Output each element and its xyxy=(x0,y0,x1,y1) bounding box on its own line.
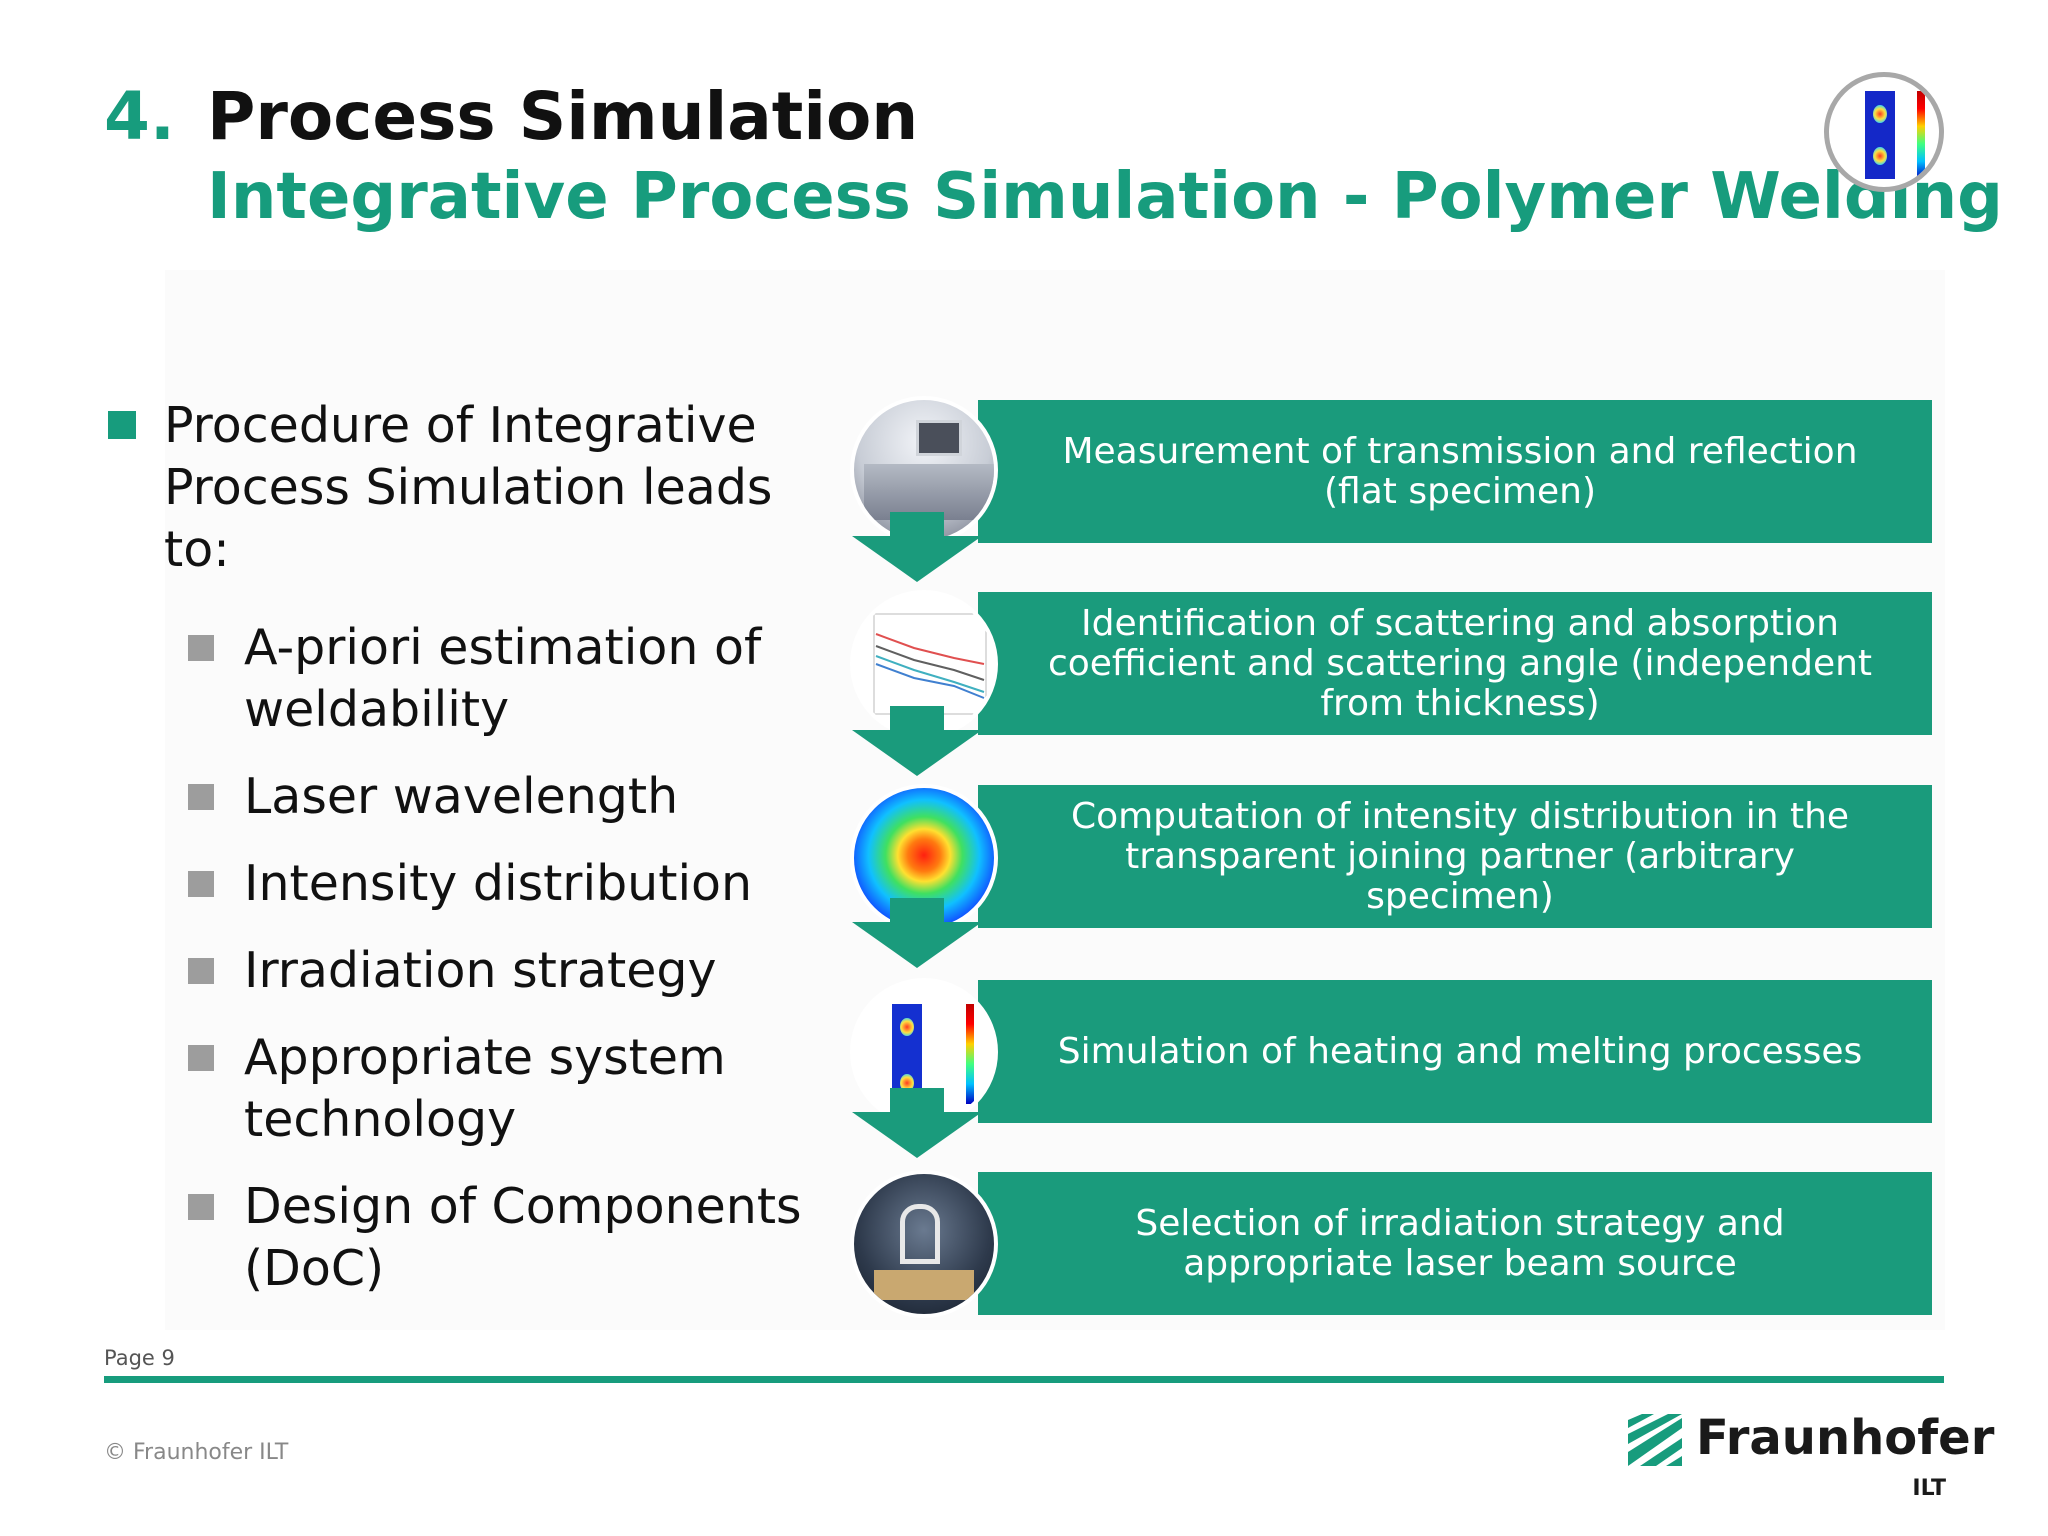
copyright-text: © Fraunhofer ILT xyxy=(104,1440,289,1465)
sub-bullet: Laser wavelength xyxy=(104,766,804,828)
monitor-shape xyxy=(916,420,962,456)
coefficient-graph xyxy=(873,613,987,715)
process-step-text: Measurement of transmission and reflecti… xyxy=(1062,430,1858,512)
main-bullet: Procedure of Integrative Process Simulat… xyxy=(104,395,804,581)
heating-color-scale xyxy=(966,1004,974,1104)
page-title: Process Simulation xyxy=(207,78,919,155)
sub-bullet: Irradiation strategy xyxy=(104,940,804,1002)
sub-bullet: Design of Components (DoC) xyxy=(104,1176,804,1300)
page-subtitle: Integrative Process Simulation - Polymer… xyxy=(207,160,2003,234)
hotspot-top xyxy=(1873,105,1887,123)
heating-hotspot-top xyxy=(900,1018,914,1036)
heating-hotspot-bottom xyxy=(900,1074,914,1092)
sub-bullet-text: Appropriate system technology xyxy=(244,1029,726,1148)
hotspot-bottom xyxy=(1873,147,1887,165)
fraunhofer-logo: Fraunhofer ILT xyxy=(1626,1410,1994,1510)
process-step-selection: Selection of irradiation strategy and ap… xyxy=(978,1172,1932,1315)
down-arrow-icon xyxy=(852,706,982,776)
footer-divider xyxy=(104,1376,1944,1383)
bullet-square-icon xyxy=(188,871,214,897)
down-arrow-icon xyxy=(852,1088,982,1158)
bullet-square-icon xyxy=(188,958,214,984)
sub-bullet: A-priori estimation of weldability xyxy=(104,617,804,741)
logo-name: Fraunhofer xyxy=(1696,1410,1995,1466)
bullet-square-icon xyxy=(188,1045,214,1071)
process-step-simulation: Simulation of heating and melting proces… xyxy=(978,980,1932,1123)
process-step-identification: Identification of scattering and absorpt… xyxy=(978,592,1932,735)
sub-bullet: Intensity distribution xyxy=(104,853,804,915)
sub-bullet-text: Design of Components (DoC) xyxy=(244,1178,802,1297)
sub-bullet: Appropriate system technology xyxy=(104,1027,804,1151)
process-step-measurement: Measurement of transmission and reflecti… xyxy=(978,400,1932,543)
process-step-text: Computation of intensity distribution in… xyxy=(1070,795,1850,917)
bullet-square-icon xyxy=(188,1194,214,1220)
device-body-shape xyxy=(864,464,994,520)
bullet-list: Procedure of Integrative Process Simulat… xyxy=(104,395,804,1300)
process-step-computation: Computation of intensity distribution in… xyxy=(978,785,1932,928)
heating-plot-shape xyxy=(892,1004,922,1104)
sub-bullet-text: Laser wavelength xyxy=(244,768,679,825)
process-step-text: Simulation of heating and melting proces… xyxy=(1057,1030,1863,1072)
process-step-text: Selection of irradiation strategy and ap… xyxy=(1135,1202,1785,1284)
bullet-square-icon xyxy=(108,411,136,439)
color-scale-bar xyxy=(1917,91,1925,179)
robot-arm-shape xyxy=(900,1204,940,1264)
fraunhofer-mark-icon xyxy=(1628,1414,1682,1466)
section-number: 4. xyxy=(104,78,175,155)
workpiece-tray-shape xyxy=(874,1270,974,1300)
sub-bullet-text: Intensity distribution xyxy=(244,855,753,912)
logo-institute: ILT xyxy=(1912,1476,1946,1501)
down-arrow-icon xyxy=(852,898,982,968)
bullet-square-icon xyxy=(188,635,214,661)
sub-bullet-text: A-priori estimation of weldability xyxy=(244,619,762,738)
bullet-square-icon xyxy=(188,784,214,810)
laser-system-image xyxy=(850,1170,998,1318)
sub-bullet-text: Irradiation strategy xyxy=(244,942,717,999)
process-step-text: Identification of scattering and absorpt… xyxy=(1047,602,1873,724)
main-bullet-text: Procedure of Integrative Process Simulat… xyxy=(164,397,773,578)
simulation-plot-image xyxy=(1865,91,1895,179)
simulation-thumbnail-badge xyxy=(1824,72,1944,192)
down-arrow-icon xyxy=(852,512,982,582)
page-number: Page 9 xyxy=(104,1346,175,1370)
